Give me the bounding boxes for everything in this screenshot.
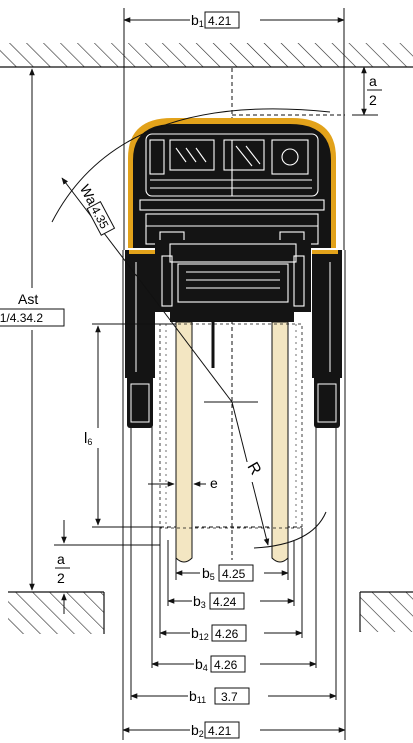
- svg-text:b11: b11: [189, 688, 206, 705]
- label-b4: b4 4.26: [194, 655, 260, 673]
- svg-text:a: a: [57, 551, 65, 567]
- turning-geometry: [51, 108, 331, 549]
- svg-text:a: a: [369, 73, 377, 89]
- label-a-half-top: a 2: [367, 73, 382, 108]
- label-b1: b1 4.21: [190, 11, 260, 29]
- svg-text:4.21: 4.21: [208, 724, 232, 738]
- top-wall: [0, 43, 413, 68]
- label-b5: b5 4.25: [200, 564, 264, 582]
- svg-text:Ast: Ast: [18, 291, 38, 307]
- svg-text:b12: b12: [191, 625, 209, 642]
- engine-detail: [139, 133, 325, 245]
- fork-carriage-bar: [170, 312, 294, 322]
- label-wa: Wa 4.35: [75, 180, 116, 236]
- label-a-half-bottom: a 2: [54, 550, 72, 590]
- svg-text:l6: l6: [84, 430, 92, 447]
- label-l6: l6: [82, 428, 102, 448]
- svg-text:2: 2: [369, 92, 377, 108]
- svg-text:4.24: 4.24: [213, 595, 237, 609]
- bottom-right-wall: [359, 591, 413, 632]
- svg-text:b1: b1: [191, 12, 204, 29]
- right-side-leg: [312, 250, 342, 378]
- label-b3: b3 4.24: [192, 592, 260, 610]
- label-b11: b11 3.7: [188, 687, 268, 705]
- bottom-left-wall: [8, 591, 105, 634]
- svg-text:4.34.1/4.34.2: 4.34.1/4.34.2: [0, 311, 43, 325]
- svg-text:b5: b5: [202, 565, 215, 582]
- svg-text:4.25: 4.25: [222, 567, 246, 581]
- svg-text:3.7: 3.7: [221, 690, 238, 704]
- right-fork: [271, 321, 289, 563]
- mast-frame: [155, 240, 311, 312]
- outer-turning-arc: [51, 108, 331, 223]
- svg-text:4.26: 4.26: [214, 658, 238, 672]
- label-b2: b2 4.21: [190, 721, 260, 739]
- svg-text:b3: b3: [193, 593, 206, 610]
- left-fork: [175, 321, 193, 563]
- svg-text:b4: b4: [195, 656, 208, 673]
- leg-detail: [130, 262, 337, 423]
- svg-text:4.26: 4.26: [215, 627, 239, 641]
- left-rear-wheel: [127, 374, 153, 428]
- svg-text:b2: b2: [191, 722, 204, 739]
- load-outline: [159, 323, 303, 529]
- wa-arrow: [61, 177, 156, 301]
- svg-text:2: 2: [57, 570, 65, 586]
- label-b12: b12 4.26: [190, 624, 264, 642]
- label-r: R: [244, 460, 264, 482]
- right-rear-wheel: [314, 374, 340, 428]
- label-e: e: [210, 475, 218, 491]
- mast-detail: [161, 243, 305, 307]
- forklift-top-view: [125, 118, 342, 563]
- svg-text:4.21: 4.21: [208, 14, 232, 28]
- left-side-leg: [125, 250, 155, 378]
- label-ast: Ast 4.34.1/4.34.2: [0, 288, 65, 330]
- lower-turning-arc: [253, 511, 327, 549]
